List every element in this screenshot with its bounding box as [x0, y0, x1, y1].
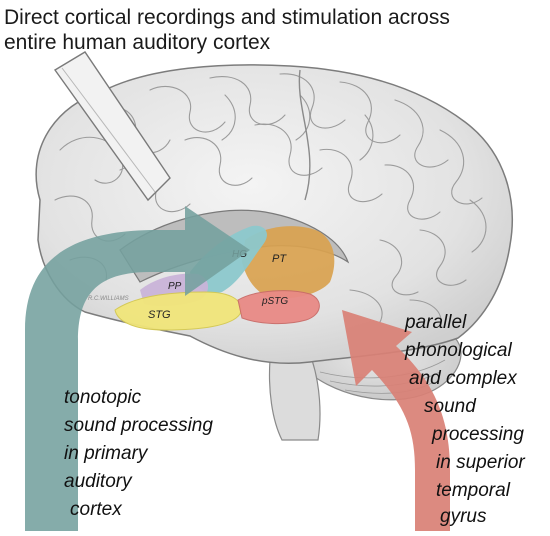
right-caption-line-6: in superior: [436, 452, 525, 473]
right-caption-line-3: and complex: [409, 368, 517, 389]
label-stg: STG: [148, 309, 171, 321]
region-pstg: [237, 290, 320, 325]
label-pt: PT: [272, 253, 287, 265]
region-pt: [242, 226, 335, 299]
figure-title-line-2: entire human auditory cortex: [4, 31, 271, 54]
right-caption-line-7: temporal: [436, 480, 510, 501]
left-caption-line-5: cortex: [70, 499, 122, 520]
teal-arrow: [25, 206, 250, 531]
right-caption-line-2: phonological: [405, 340, 512, 361]
right-caption-line-8: gyrus: [440, 506, 487, 527]
salmon-arrow: [342, 310, 450, 531]
artist-signature: R.C.WILLIAMS: [88, 296, 129, 302]
label-pstg: pSTG: [261, 296, 288, 307]
retractor-instrument: [53, 51, 171, 202]
left-caption-line-4: auditory: [64, 471, 132, 492]
left-caption-line-1: tonotopic: [64, 387, 142, 408]
label-pp: PP: [168, 281, 182, 292]
figure-title-line-1: Direct cortical recordings and stimulati…: [4, 6, 450, 29]
brainstem: [268, 359, 321, 441]
right-caption-line-1: parallel: [405, 312, 467, 333]
right-caption-line-5: processing: [432, 424, 524, 445]
left-caption-line-3: in primary: [64, 443, 148, 464]
left-caption-line-2: sound processing: [64, 415, 213, 436]
region-stg: [114, 291, 242, 331]
right-caption-line-4: sound: [424, 396, 476, 417]
